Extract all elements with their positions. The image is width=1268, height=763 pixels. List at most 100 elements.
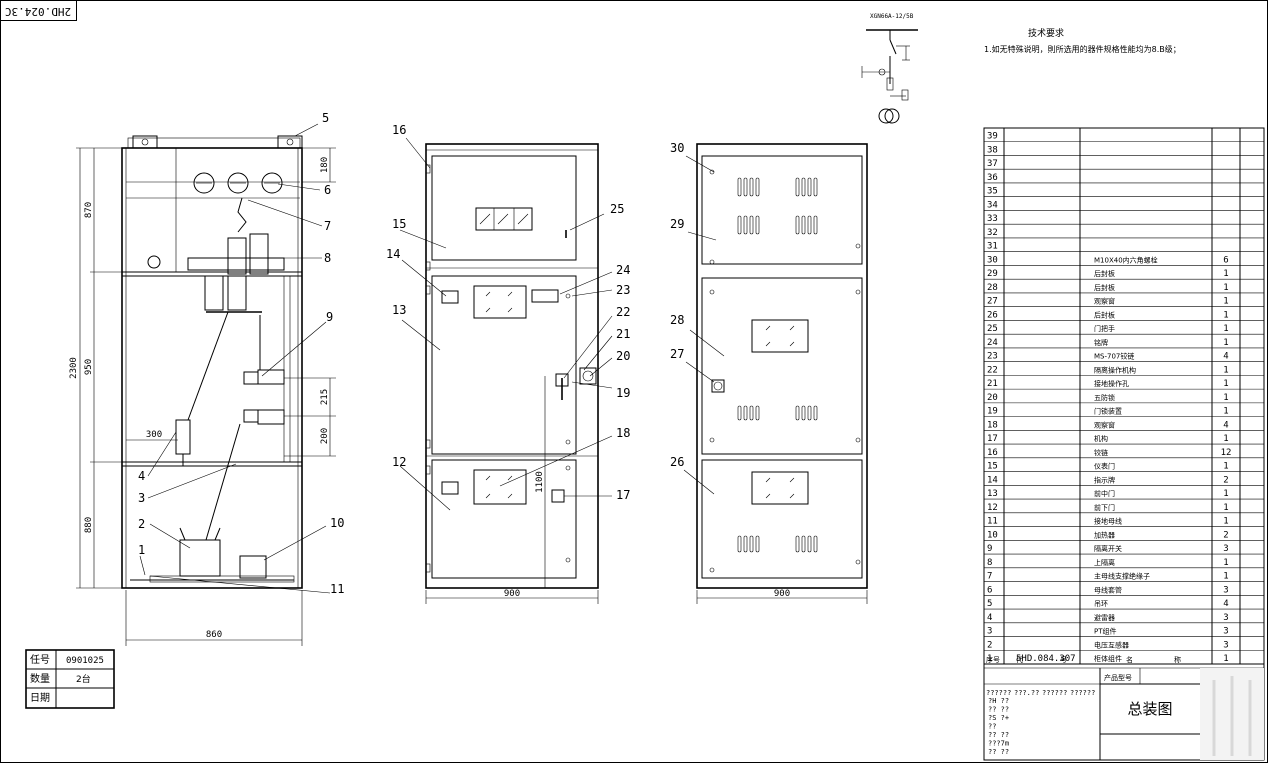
bom-row-name: PT组件 — [1094, 627, 1117, 636]
svg-text:860: 860 — [206, 630, 222, 640]
bom-row-qty: 1 — [1223, 310, 1228, 320]
vent-slot — [749, 405, 754, 421]
bom-row-number: 8 — [987, 558, 992, 568]
bom-row-name: 后封板 — [1094, 283, 1115, 292]
vent-slot — [801, 535, 806, 553]
vent-slot — [737, 215, 742, 235]
callout-11: 11 — [330, 582, 344, 596]
bom-row-name: 铰链 — [1094, 448, 1108, 457]
callout-9: 9 — [326, 310, 333, 324]
bom-row-number: 31 — [987, 242, 998, 252]
bom-row-name: 吊环 — [1094, 600, 1108, 608]
bom-row-qty: 1 — [1223, 572, 1228, 582]
vent-slot — [813, 535, 818, 553]
svg-text:900: 900 — [504, 589, 520, 599]
svg-text:950: 950 — [84, 359, 94, 375]
bom-row-qty: 1 — [1223, 517, 1228, 527]
bom-row-number: 37 — [987, 159, 998, 169]
bom-row-number: 1 — [987, 654, 992, 664]
callout-23: 23 — [616, 283, 630, 297]
title-block-cell: ?? ?? — [988, 748, 1009, 756]
svg-text:2300: 2300 — [69, 357, 79, 379]
bom-row-qty: 2 — [1223, 530, 1228, 540]
bom-row-name: 后封板 — [1094, 310, 1115, 319]
bom-row-qty: 1 — [1223, 269, 1228, 279]
bom-row-qty: 1 — [1223, 434, 1228, 444]
title-block-cell: ?????? — [1042, 689, 1067, 697]
callout-12: 12 — [392, 455, 406, 469]
vent-slot — [743, 535, 748, 553]
bom-row-name: 主母线支撑绝缘子 — [1094, 572, 1150, 581]
bom-row-qty: 1 — [1223, 338, 1228, 348]
svg-text:215: 215 — [320, 389, 330, 405]
bom-row-number: 33 — [987, 214, 998, 224]
title-block-cell: ???.?? — [1014, 689, 1039, 697]
bom-row-number: 16 — [987, 448, 998, 458]
callout-27: 27 — [670, 347, 684, 361]
bom-row-number: 2 — [987, 640, 992, 650]
order-label: 任号 — [30, 653, 50, 666]
bom-row-name: 观察窗 — [1094, 297, 1115, 306]
vent-slot — [801, 177, 806, 197]
bom-row-number: 34 — [987, 200, 998, 210]
bom-row-number: 3 — [987, 627, 992, 637]
bom-row-number: 28 — [987, 283, 998, 293]
bom-row-name: 观察窗 — [1094, 420, 1115, 429]
back-callouts: 26 27 28 29 30 — [670, 141, 684, 469]
vent-slot — [755, 535, 760, 553]
bom-row-number: 19 — [987, 407, 998, 417]
callout-17: 17 — [616, 488, 630, 502]
callout-24: 24 — [616, 263, 630, 277]
svg-text:200: 200 — [320, 428, 330, 444]
side-view: 2300 870 950 880 180 215 200 300 860 — [69, 123, 336, 646]
bom-row-name: 门把手 — [1094, 324, 1115, 333]
callout-7: 7 — [324, 219, 331, 233]
bom-row-name: 后封板 — [1094, 269, 1115, 278]
bom-row-name: 指示牌 — [1094, 475, 1115, 484]
bom-row-number: 21 — [987, 379, 998, 389]
bom-row-number: 38 — [987, 145, 998, 155]
bom-row-qty: 3 — [1223, 627, 1228, 637]
bom-header-code: 代 — [1016, 655, 1023, 664]
qty-value: 2台 — [76, 673, 91, 685]
back-view: 900 — [683, 143, 868, 604]
diagram-label: XGN66A-12/5B — [870, 13, 914, 20]
vent-slot — [795, 215, 800, 235]
svg-text:880: 880 — [84, 517, 94, 533]
tech-title: 技术要求 — [1028, 27, 1064, 39]
vent-slot — [801, 405, 806, 421]
bom-row-qty: 1 — [1223, 297, 1228, 307]
vent-slot — [743, 215, 748, 235]
bom-row-name: 铭牌 — [1094, 338, 1108, 347]
bom-row-name: 柜体组件 — [1094, 654, 1122, 663]
bom-row-qty: 1 — [1223, 489, 1228, 499]
vent-slot — [807, 215, 812, 235]
bom-row-number: 11 — [987, 517, 998, 527]
callout-13: 13 — [392, 303, 406, 317]
bom-row-number: 14 — [987, 475, 998, 485]
bom-row-number: 32 — [987, 228, 998, 238]
bom-row-qty: 4 — [1223, 599, 1228, 609]
order-table: 任号 0901025 数量 2台 日期 — [25, 649, 115, 709]
callout-22: 22 — [616, 305, 630, 319]
front-callouts: 12 13 14 15 16 17 18 19 20 21 22 23 24 2… — [386, 123, 630, 502]
drawing-number: 2HD.024.3C — [5, 5, 71, 18]
single-line-diagram: XGN66A-12/5B — [861, 13, 918, 124]
product-type-label: 产品型号 — [1104, 673, 1132, 682]
bom-row-number: 18 — [987, 420, 998, 430]
callout-25: 25 — [610, 202, 624, 216]
callout-18: 18 — [616, 426, 630, 440]
bom-row-name: M10X40内六角螺栓 — [1094, 255, 1158, 264]
bom-header-name: 名 — [1126, 655, 1133, 664]
bom-row-number: 24 — [987, 338, 998, 348]
title-block-cell: ?H ?? — [988, 697, 1009, 705]
callout-29: 29 — [670, 217, 684, 231]
callout-15: 15 — [392, 217, 406, 231]
bom-row-qty: 12 — [1221, 448, 1232, 458]
bom-row-number: 20 — [987, 393, 998, 403]
bom-row-number: 13 — [987, 489, 998, 499]
vent-slot — [755, 177, 760, 197]
callout-10: 10 — [330, 516, 344, 530]
title-block: 序号 代 号 名 称 产品型号 总装图 ?????????.??????????… — [983, 655, 1265, 761]
